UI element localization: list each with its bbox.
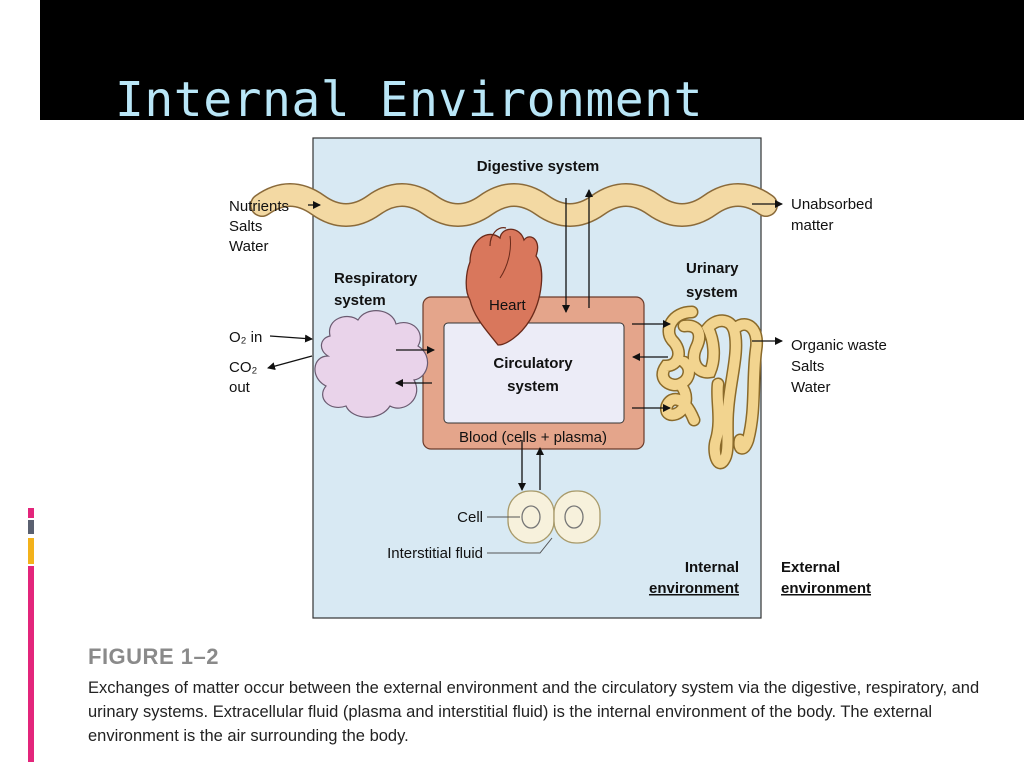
label-internal-1: Internal (685, 559, 739, 576)
label-respiratory-1: Respiratory (334, 270, 418, 287)
label-unabsorbed-2: matter (791, 217, 834, 234)
exchange-arrows (267, 189, 783, 491)
label-respiratory-2: system (334, 292, 386, 309)
label-water-in: Water (229, 238, 268, 255)
label-co2: CO₂ (229, 359, 258, 376)
label-cell: Cell (457, 509, 483, 526)
label-circulatory-2: system (507, 378, 559, 395)
left-accent-bars (28, 508, 36, 768)
heart-icon (465, 227, 543, 346)
label-interstitial-fluid: Interstitial fluid (387, 545, 483, 562)
circulatory-inner-box (443, 322, 625, 424)
label-circulatory-1: Circulatory (493, 355, 573, 372)
label-external-2: environment (781, 580, 871, 597)
label-urinary-1: Urinary (686, 260, 739, 277)
label-unabsorbed-1: Unabsorbed (791, 196, 873, 213)
cell-icon (507, 490, 601, 544)
label-external-1: External (781, 559, 840, 576)
figure-caption-heading: FIGURE 1–2 (88, 644, 219, 669)
label-water-out: Water (791, 379, 830, 396)
label-blood: Blood (cells + plasma) (459, 429, 607, 446)
title-bar (40, 0, 1024, 120)
leader-lines (487, 516, 553, 554)
label-urinary-2: system (686, 284, 738, 301)
label-internal-2: environment (649, 580, 739, 597)
title-decoration (20, 48, 40, 120)
figure-caption-text: Exchanges of matter occur between the ex… (88, 679, 980, 745)
lung-icon (314, 310, 429, 418)
label-nutrients: Nutrients (229, 198, 289, 215)
label-heart: Heart (489, 297, 527, 314)
label-digestive-system: Digestive system (477, 158, 600, 175)
label-salts-out: Salts (791, 358, 824, 375)
label-organic-waste: Organic waste (791, 337, 887, 354)
label-o2-in: O₂ in (229, 329, 262, 346)
slide-title: Internal Environment (115, 72, 703, 128)
label-salts-in: Salts (229, 218, 262, 235)
label-co2-out: out (229, 379, 251, 396)
